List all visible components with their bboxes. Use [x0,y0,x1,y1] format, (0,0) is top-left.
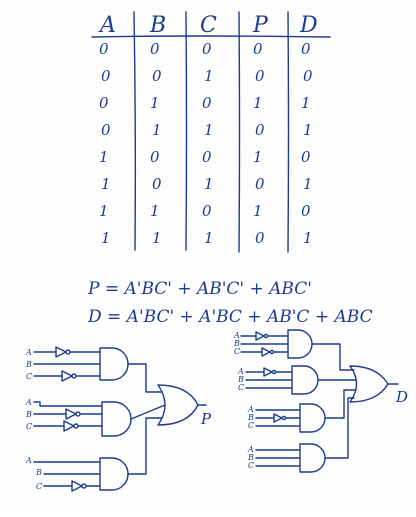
cell-c: 0 [202,148,212,166]
column-divider-ab [133,11,137,251]
cell-d: 0 [301,202,311,220]
cell-d: 0 [303,67,313,85]
circuit-p: A B C A B C A B C [25,346,212,492]
cell-d: 1 [303,229,313,247]
cell-b: 0 [150,148,160,166]
input-label-c: C [234,347,240,356]
table-row: 1 1 1 0 1 [101,229,313,247]
table-row: 0 0 0 0 0 [99,40,311,58]
input-label-a: A [237,367,244,376]
table-row: 1 0 0 1 0 [99,148,311,166]
and-gate-3: A B C [25,456,129,492]
cell-b: 0 [152,175,162,193]
or-gate-d: D [311,343,408,459]
cell-a: 1 [101,229,111,247]
cell-p: 0 [253,40,263,58]
cell-p: 1 [253,94,263,112]
cell-c: 1 [204,67,214,85]
column-divider-cp [238,11,241,253]
input-label-a: A [247,405,254,414]
and-gate-3: A B C [247,403,326,433]
table-row: 1 1 0 1 0 [99,202,311,220]
cell-c: 1 [204,121,214,139]
header-d: D [299,13,318,38]
cell-b: 1 [152,121,162,139]
table-row: 0 1 0 1 1 [99,94,311,112]
cell-a: 1 [99,148,109,166]
header-underline [91,35,331,38]
cell-a: 1 [99,202,109,220]
input-label-b: B [25,410,32,419]
input-label-a: A [25,456,32,465]
input-label-c: C [238,383,244,392]
input-label-a: A [233,331,240,340]
cell-a: 0 [101,121,111,139]
input-label-c: C [248,421,254,430]
cell-c: 0 [202,202,212,220]
input-label-a: A [25,348,32,357]
cell-c: 1 [204,229,214,247]
cell-d: 1 [303,121,313,139]
input-label-b: B [233,339,240,348]
input-label-b: B [25,360,32,369]
input-label-c: C [26,372,32,381]
cell-c: 1 [204,175,214,193]
cell-d: 1 [303,175,313,193]
cell-a: 0 [99,94,109,112]
input-label-c: C [248,461,254,470]
cell-a: 0 [101,67,111,85]
equation-d: D = A'BC' + A'BC + AB'C + ABC [87,307,373,327]
input-label-b: B [35,468,42,477]
and-gate-2: A B C [237,365,319,395]
cell-a: 1 [101,175,111,193]
input-label-b: B [247,453,254,462]
input-label-c: C [36,482,42,491]
header-c: C [200,13,217,38]
and-gate-2: A B C [25,398,132,437]
and-gate-1: A B C [233,329,313,359]
column-divider-bc [185,11,188,251]
and-gate-1: A B C [25,346,129,382]
header-p: P [252,13,269,38]
header-a: A [98,13,116,38]
output-label-d: D [395,388,408,406]
cell-b: 0 [150,40,160,58]
input-label-b: B [247,413,254,422]
column-divider-pd [287,11,290,253]
truth-table-rows: 0 0 0 0 0 0 0 1 0 0 0 1 0 1 1 0 1 1 0 1 1 0 0 1 0 1 0 1 0 1 1 1 0 1 0 1 1 1 0 1 [99,40,313,247]
table-row: 0 1 1 0 1 [101,121,313,139]
input-label-a: A [25,398,32,407]
cell-d: 0 [301,40,311,58]
cell-d: 1 [301,94,311,112]
cell-a: 0 [99,40,109,58]
table-row: 0 0 1 0 0 [101,67,313,85]
cell-p: 1 [253,202,263,220]
cell-p: 0 [255,175,265,193]
header-b: B [149,13,166,38]
output-label-p: P [200,410,212,428]
truth-table-header: A B C P D [98,13,318,38]
cell-b: 1 [152,229,162,247]
cell-d: 0 [301,148,311,166]
cell-b: 1 [150,94,160,112]
cell-p: 0 [255,67,265,85]
and-gate-4: A B C [247,443,326,473]
input-label-a: A [247,445,254,454]
cell-p: 0 [255,229,265,247]
circuit-d: A B C A B C A B C [233,329,408,473]
cell-b: 0 [152,67,162,85]
or-gate-p: P [127,363,212,475]
cell-c: 0 [202,40,212,58]
cell-b: 1 [150,202,160,220]
input-label-c: C [26,422,32,431]
table-row: 1 0 1 0 1 [101,175,313,193]
cell-c: 0 [202,94,212,112]
cell-p: 1 [253,148,263,166]
equation-p: P = A'BC' + AB'C' + ABC' [87,279,312,299]
input-label-b: B [237,375,244,384]
cell-p: 0 [255,121,265,139]
